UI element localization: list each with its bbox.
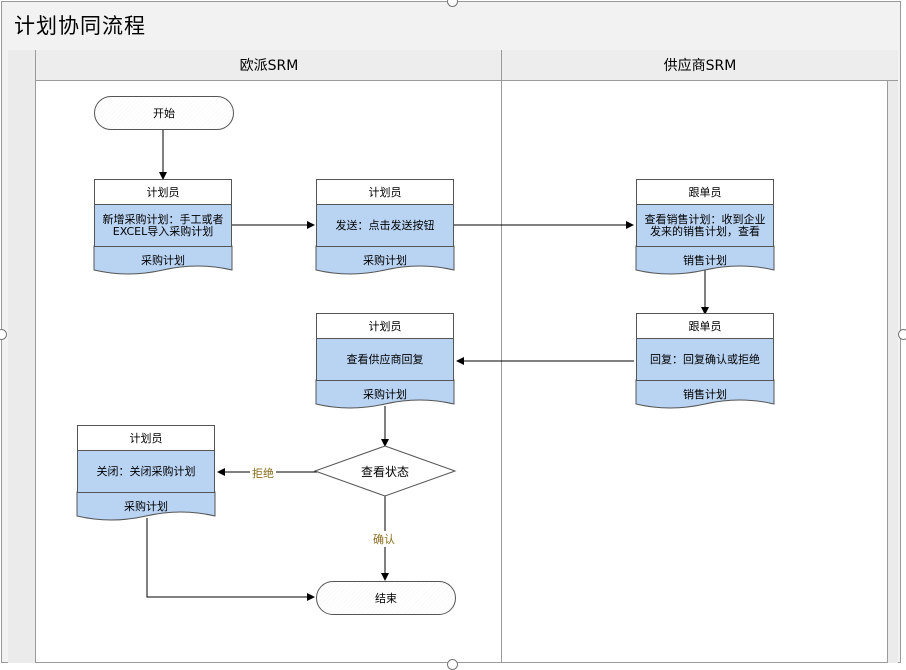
resize-handle-top[interactable] [447, 0, 458, 7]
resize-handle-bottom[interactable] [447, 659, 458, 670]
box-role: 跟单员 [636, 179, 774, 204]
end-label: 结束 [375, 592, 397, 605]
box-doc: 销售计划 [683, 388, 727, 401]
process-box-reply: 跟单员 回复：回复确认或拒绝 销售计划 [636, 313, 774, 403]
box-role: 计划员 [316, 313, 454, 338]
decision-node: 查看状态 [315, 446, 455, 496]
lane-divider [501, 50, 502, 663]
box-text: 发送：点击发送按钮 [316, 204, 454, 247]
box-role: 跟单员 [636, 313, 774, 338]
box-doc: 采购计划 [141, 254, 185, 267]
lane-right-strip [887, 81, 898, 663]
edge-label-reject: 拒绝 [250, 465, 276, 481]
box-text: 新增采购计划：手工或者EXCEL导入采购计划 [94, 204, 232, 247]
box-text: 查看销售计划：收到企业发来的销售计划，查看 [636, 204, 774, 247]
box-role: 计划员 [77, 425, 215, 450]
start-label: 开始 [153, 107, 175, 120]
process-box-send: 计划员 发送：点击发送按钮 采购计划 [316, 179, 454, 269]
process-box-view-reply: 计划员 查看供应商回复 采购计划 [316, 313, 454, 403]
diagram-title: 计划协同流程 [14, 14, 146, 38]
box-text: 查看供应商回复 [316, 338, 454, 381]
box-role: 计划员 [94, 179, 232, 204]
box-doc: 采购计划 [363, 254, 407, 267]
box-role: 计划员 [316, 179, 454, 204]
box-doc: 采购计划 [124, 500, 168, 513]
resize-handle-right[interactable] [898, 329, 906, 340]
box-text: 回复：回复确认或拒绝 [636, 338, 774, 381]
end-terminal: 结束 [316, 581, 456, 615]
lane-header-right: 供应商SRM [502, 50, 898, 81]
pool-header-strip [8, 50, 36, 663]
box-doc: 采购计划 [363, 388, 407, 401]
decision-label: 查看状态 [360, 464, 409, 479]
start-terminal: 开始 [94, 96, 234, 130]
lane-header-left: 欧派SRM [36, 50, 502, 81]
process-box-new-plan: 计划员 新增采购计划：手工或者EXCEL导入采购计划 采购计划 [94, 179, 232, 269]
process-box-close: 计划员 关闭：关闭采购计划 采购计划 [77, 425, 215, 515]
resize-handle-left[interactable] [0, 329, 7, 340]
box-doc: 销售计划 [683, 254, 727, 267]
box-text: 关闭：关闭采购计划 [77, 450, 215, 493]
edge-label-confirm: 确认 [371, 531, 397, 547]
process-box-view-sales-plan: 跟单员 查看销售计划：收到企业发来的销售计划，查看 销售计划 [636, 179, 774, 269]
